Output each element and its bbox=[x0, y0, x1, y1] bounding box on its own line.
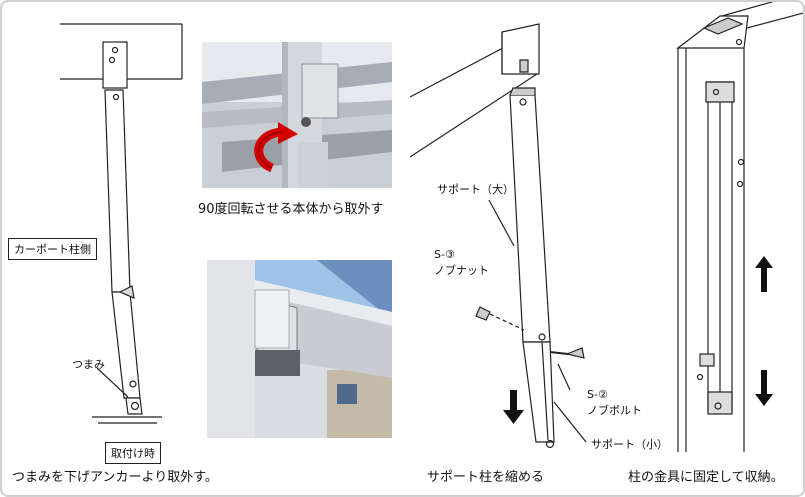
knob-bolt-code: S-② bbox=[587, 388, 608, 401]
knob-bolt-label: ノブボルト bbox=[587, 404, 642, 417]
carport-side-label: カーポート柱側 bbox=[8, 238, 97, 260]
up-arrow-icon bbox=[755, 256, 773, 292]
panel4-post-drawing bbox=[676, 2, 803, 452]
down-arrow-icon bbox=[755, 370, 773, 406]
panel1-caption: つまみを下げアンカーより取外す。 bbox=[12, 470, 218, 485]
knob-nut-label: ノブナット bbox=[434, 264, 489, 277]
support-large-label: サポート（大） bbox=[437, 183, 514, 196]
panel4-caption: 柱の金具に固定して収納。 bbox=[628, 470, 784, 485]
photo-mounted-bracket bbox=[207, 260, 392, 438]
panel3-caption: サポート柱を縮める bbox=[427, 470, 545, 485]
panel2-caption: 90度回転させる本体から取外す bbox=[198, 202, 384, 217]
support-small-label: サポート（小） bbox=[591, 438, 668, 451]
knob-label: つまみ bbox=[72, 358, 105, 371]
panel1-support-drawing bbox=[60, 23, 183, 424]
mounted-label: 取付け時 bbox=[105, 442, 161, 464]
panel3-support-drawing bbox=[409, 23, 587, 449]
shrink-arrow-icon bbox=[503, 390, 524, 424]
photo-rotate-remove bbox=[202, 42, 392, 188]
knob-nut-code: S-③ bbox=[434, 248, 455, 261]
